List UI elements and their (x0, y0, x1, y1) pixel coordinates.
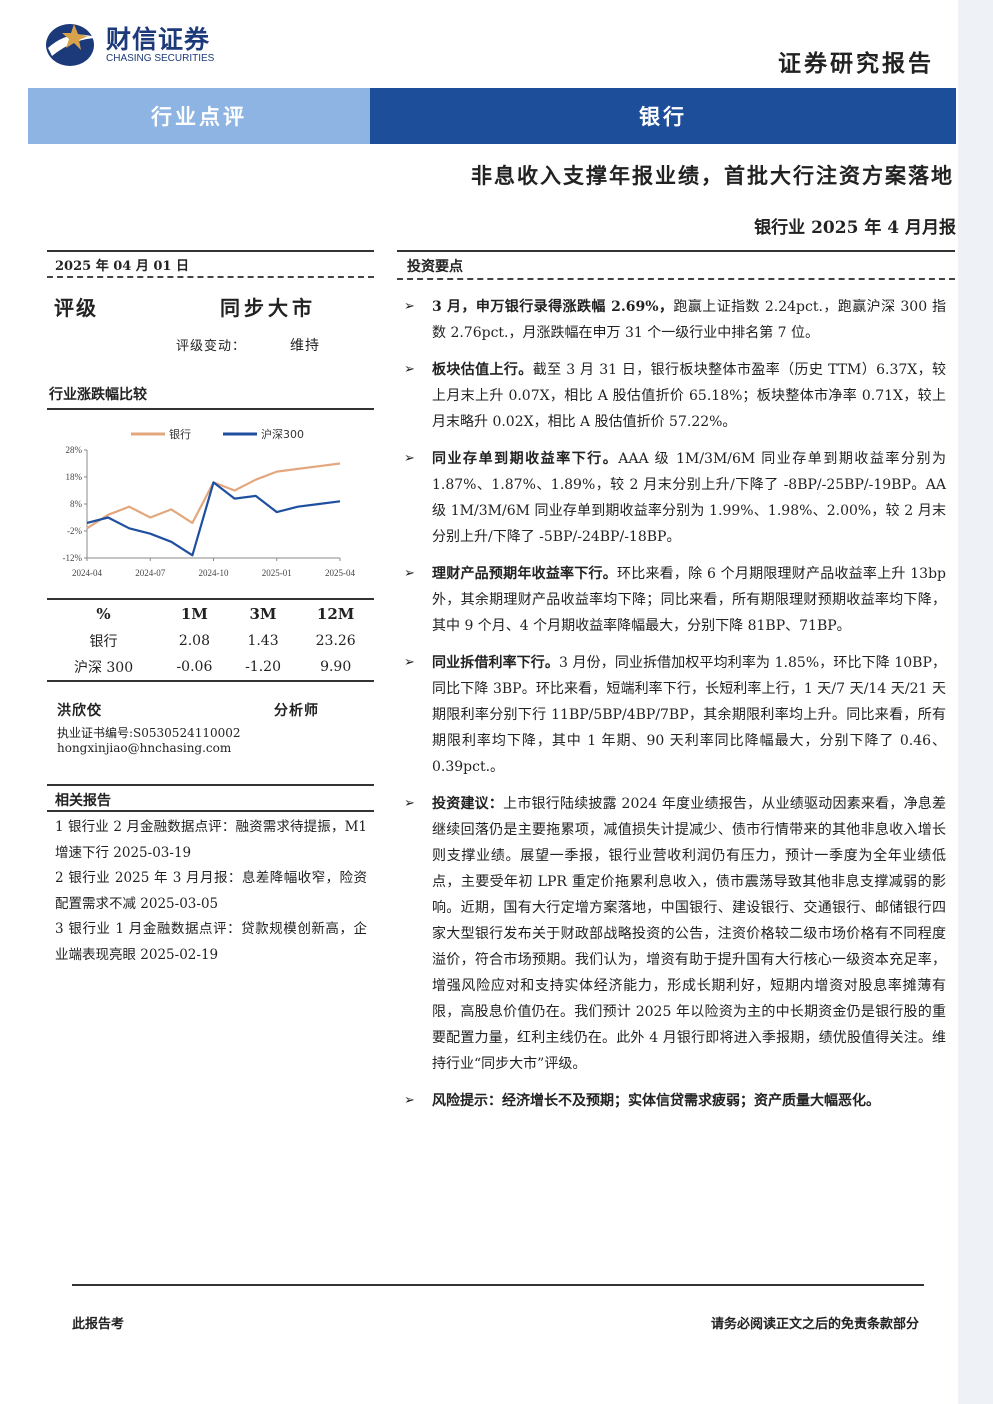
doc-type-label: 证券研究报告 (778, 50, 934, 77)
chart-series (86, 462, 341, 557)
y-tick-label: -2% (67, 526, 82, 536)
table-row: 沪深 300 -0.06 -1.20 9.90 (47, 654, 374, 681)
table-cell: 沪深 300 (73, 660, 134, 676)
bullet-lead: 3 月，申万银行录得涨跌幅 2.69%， (432, 299, 674, 315)
bullet-text: AAA 级 1M/3M/6M 同业存单到期收益率分别为 1.87%、1.87%、… (432, 451, 947, 545)
table-cell: 2.08 (178, 633, 210, 649)
list-item: ➢ 板块估值上行。截至 3 月 31 日，银行板块整体市盈率（历史 TTM）6.3… (404, 357, 946, 435)
y-tick-label: 18% (66, 472, 83, 482)
table-cell: 9.90 (320, 659, 352, 675)
company-logo: 财信证券 CHASING SECURITIES (44, 18, 244, 70)
arrow-bullet-icon: ➢ (404, 566, 415, 581)
list-item: 3 银行业 1 月金融数据点评：贷款规模创新高，企业端表现亮眼 2025-02-… (55, 921, 367, 963)
bullet-lead: 同业存单到期收益率下行。 (432, 451, 619, 467)
bullet-lead: 投资建议： (432, 796, 504, 812)
bullet-lead: 风险提示：经济增长不及预期；实体信贷需求疲弱；资产质量大幅恶化。 (432, 1093, 880, 1109)
list-item: ➢ 理财产品预期年收益率下行。环比来看，除 6 个月期限理财产品收益率上升 13b… (404, 561, 946, 639)
related-reports-list: 1 银行业 2 月金融数据点评：融资需求待提振，M1 增速下行 2025-03-… (55, 815, 367, 969)
x-tick-label: 2025-04 (325, 568, 355, 578)
related-reports-title: 相关报告 (47, 784, 374, 812)
list-item: 2 银行业 2025 年 3 月月报：息差降幅收窄，险资配置需求不减 2025-… (55, 870, 367, 912)
arrow-bullet-icon: ➢ (404, 655, 415, 670)
arrow-bullet-icon: ➢ (404, 796, 415, 811)
bullet-text: 环比来看，除 6 个月期限理财产品收益率上升 13bp 外，其余期理财产品收益率… (432, 566, 947, 634)
analyst-role: 分析师 (274, 703, 319, 719)
report-subtitle: 银行业 2025 年 4 月月报 (754, 218, 956, 238)
list-item: ➢ 投资建议：上市银行陆续披露 2024 年度业绩报告，从业绩驱动因素来看，净息差… (404, 791, 946, 1077)
x-tick-label: 2024-04 (72, 568, 102, 578)
arrow-bullet-icon: ➢ (404, 451, 415, 466)
report-headline: 非息收入支撑年报业绩，首批大行注资方案落地 (471, 163, 954, 188)
table-cell: 银行 (89, 634, 118, 650)
x-tick-label: 2024-07 (135, 568, 165, 578)
rating-label: 评级 (54, 296, 98, 320)
industry-band: 银行 (370, 88, 956, 144)
performance-table: % 1M 3M 12M 银行 2.08 1.43 23.26 沪深 300 -0… (47, 598, 374, 682)
chart-y-ticks: 28% 18% 8% -2% -12% (63, 445, 87, 563)
table-header-cell: 1M (180, 605, 208, 623)
key-points-title: 投资要点 (397, 250, 955, 280)
table-cell: -1.20 (245, 659, 281, 675)
rating-change-value: 维持 (290, 338, 320, 354)
logo-mark-icon (46, 24, 98, 66)
footer-divider (72, 1284, 924, 1286)
category-band: 行业点评 (28, 88, 370, 144)
table-header-cell: 12M (316, 605, 355, 623)
table-header-cell: % (96, 605, 111, 623)
rating-change-label: 评级变动： (176, 339, 247, 354)
bullet-lead: 板块估值上行。 (432, 362, 533, 378)
y-tick-label: 28% (66, 445, 83, 455)
bullet-text: 跑赢上证指数 2.24pct.，跑赢沪深 300 指数 2.76pct.，月涨跌… (432, 299, 947, 341)
logo-text-cn: 财信证券 (106, 25, 211, 54)
legend-label: 银行 (169, 427, 191, 441)
bullet-text: 3 月份，同业拆借加权平均利率为 1.85%，环比下降 10BP，同比下降 3B… (432, 655, 947, 775)
y-tick-label: 8% (70, 499, 83, 509)
list-item: ➢ 同业拆借利率下行。3 月份，同业拆借加权平均利率为 1.85%，环比下降 10… (404, 650, 946, 780)
chart-legend: 银行 沪深300 (131, 427, 304, 441)
y-tick-label: -12% (63, 553, 83, 563)
key-points-list: ➢ 3 月，申万银行录得涨跌幅 2.69%，跑赢上证指数 2.24pct.，跑赢沪… (404, 294, 946, 1125)
x-tick-label: 2025-01 (262, 568, 292, 578)
list-item: ➢ 风险提示：经济增长不及预期；实体信贷需求疲弱；资产质量大幅恶化。 (404, 1088, 946, 1114)
table-cell: -0.06 (176, 659, 213, 675)
x-tick-label: 2024-10 (199, 568, 229, 578)
table-cell: 1.43 (247, 633, 279, 649)
report-date: 2025 年 04 月 01 日 (47, 250, 374, 278)
compare-title: 行业涨跌幅比较 (47, 384, 374, 410)
series-line-hs300 (86, 481, 341, 557)
arrow-bullet-icon: ➢ (404, 1093, 415, 1108)
bullet-text: 上市银行陆续披露 2024 年度业绩报告，从业绩驱动因素来看，净息差继续回落仍是… (432, 796, 947, 1072)
logo-text-en: CHASING SECURITIES (106, 53, 215, 64)
bullet-text: 截至 3 月 31 日，银行板块整体市盈率（历史 TTM）6.37X，较上月末上… (432, 362, 947, 430)
analyst-name: 洪欣佼 (57, 703, 102, 719)
chart-grid (86, 450, 340, 559)
table-cell: 23.26 (315, 633, 356, 649)
table-header-row: % 1M 3M 12M (47, 599, 374, 628)
analyst-email: hongxinjiao@hnchasing.com (57, 741, 232, 755)
chart-x-ticks: 2024-04 2024-07 2024-10 2025-01 2025-04 (72, 558, 355, 578)
list-item: ➢ 3 月，申万银行录得涨跌幅 2.69%，跑赢上证指数 2.24pct.，跑赢沪… (404, 294, 946, 346)
footer-disclaimer: 请务必阅读正文之后的免责条款部分 (710, 1317, 919, 1332)
analyst-cert-number: 执业证书编号:S0530524110002 (57, 726, 241, 740)
list-item: 1 银行业 2 月金融数据点评：融资需求待提振，M1 增速下行 2025-03-… (55, 819, 367, 861)
footer-left-text: 此报告考 (72, 1317, 125, 1332)
right-margin-strip (958, 0, 993, 1404)
table-header-cell: 3M (249, 605, 277, 623)
table-row: 银行 2.08 1.43 23.26 (47, 628, 374, 654)
arrow-bullet-icon: ➢ (404, 362, 415, 377)
rating-value: 同步大市 (220, 296, 316, 320)
bullet-lead: 同业拆借利率下行。 (432, 655, 560, 671)
list-item: ➢ 同业存单到期收益率下行。AAA 级 1M/3M/6M 同业存单到期收益率分别为… (404, 446, 946, 550)
arrow-bullet-icon: ➢ (404, 299, 415, 314)
bullet-lead: 理财产品预期年收益率下行。 (432, 566, 617, 582)
legend-label: 沪深300 (261, 427, 304, 441)
series-line-bank (86, 462, 341, 530)
